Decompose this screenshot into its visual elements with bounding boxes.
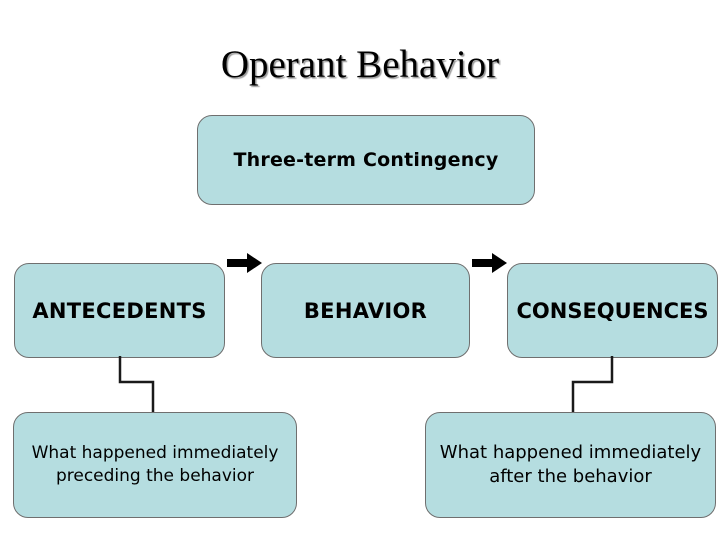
page-title: Operant Behavior [220,43,500,86]
box-behavior-label: BEHAVIOR [303,298,428,323]
box-three-term-contingency[interactable]: Three-term Contingency [197,115,535,205]
box-behavior[interactable]: BEHAVIOR [261,263,470,358]
arrow-right-icon [472,252,508,274]
arrow-right-icon [227,252,263,274]
box-three-term-contingency-label: Three-term Contingency [233,149,499,171]
box-consequences[interactable]: CONSEQUENCES [507,263,718,358]
box-description-consequence-label: What happened immediately after the beha… [439,442,702,487]
box-description-consequence[interactable]: What happened immediately after the beha… [425,412,716,518]
box-description-antecedent[interactable]: What happened immediately preceding the … [13,412,297,518]
box-consequences-label: CONSEQUENCES [516,298,709,323]
box-antecedents[interactable]: ANTECEDENTS [14,263,225,358]
box-description-antecedent-label: What happened immediately preceding the … [31,443,279,486]
box-antecedents-label: ANTECEDENTS [32,298,207,323]
connector-antecedents-to-description [110,356,170,416]
connector-consequences-to-description [560,356,625,416]
